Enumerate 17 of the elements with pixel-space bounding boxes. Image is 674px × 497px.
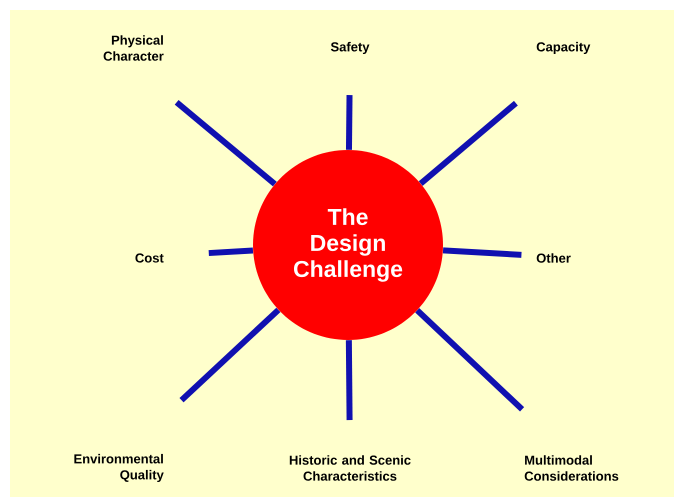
category-label: Cost xyxy=(135,253,164,263)
category-label: Safety xyxy=(330,42,370,54)
spoke-line xyxy=(418,100,518,186)
spoke-line xyxy=(346,95,353,150)
category-label: Multimodal Considerations xyxy=(524,455,618,481)
category-label: Historic and Scenic Characteristics xyxy=(290,455,411,481)
category-label: Other xyxy=(536,253,571,263)
circle-node: The Design Challenge xyxy=(253,150,443,340)
category-label: Physical Character xyxy=(104,35,164,61)
category-label: Environmental Quality xyxy=(74,454,164,482)
spoke-line xyxy=(174,100,277,186)
category-label: Capacity xyxy=(536,42,590,54)
spoke-line xyxy=(415,308,524,412)
spoke-line xyxy=(346,340,353,420)
spoke-line xyxy=(208,248,254,256)
spoke-line xyxy=(442,247,522,258)
spoke-line xyxy=(179,308,280,402)
